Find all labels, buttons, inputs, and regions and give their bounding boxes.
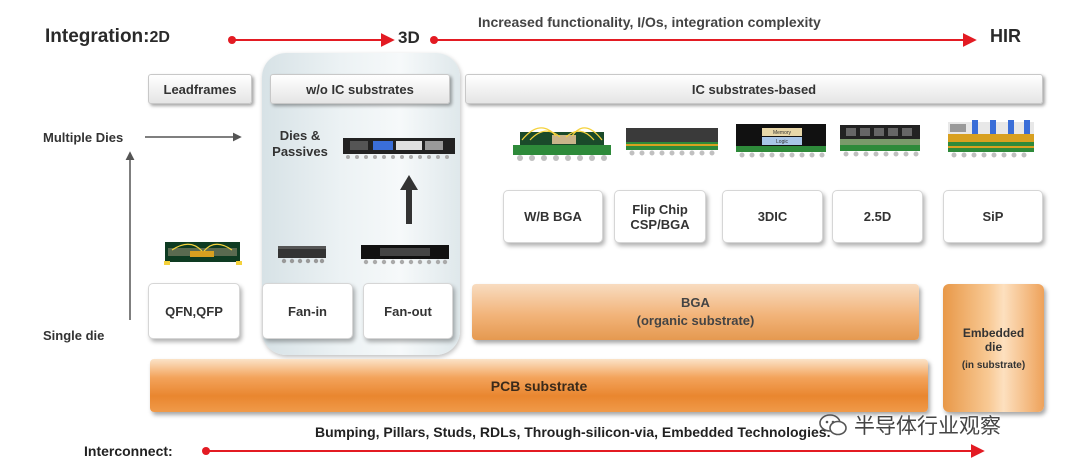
ic-substrates-based-header: IC substrates-based bbox=[465, 74, 1043, 104]
fan-in-package-icon bbox=[278, 246, 326, 264]
leadframes-header: Leadframes bbox=[148, 74, 252, 104]
fan-out-up-arrow bbox=[400, 175, 418, 224]
stage-3d: 3D bbox=[398, 28, 420, 47]
wechat-logo-icon bbox=[819, 414, 847, 436]
sip-box: SiP bbox=[943, 190, 1043, 243]
stage-2d: 2D bbox=[149, 29, 170, 46]
fan-out-multi-die-icon bbox=[343, 138, 455, 159]
fan-in-box: Fan-in bbox=[262, 283, 353, 339]
bumping-note: Bumping, Pillars, Studs, RDLs, Through-s… bbox=[315, 424, 831, 440]
memory-die-label: Memory bbox=[773, 130, 792, 136]
fan-out-box: Fan-out bbox=[363, 283, 453, 339]
dies-passives-label: Dies & Passives bbox=[272, 128, 328, 159]
bga-organic-substrate-bar: BGA (organic substrate) bbox=[472, 284, 919, 340]
stage-hir: HIR bbox=[990, 26, 1021, 46]
watermark-text: 半导体行业观察 bbox=[854, 415, 1001, 438]
two-five-d-box: 2.5D bbox=[832, 190, 923, 243]
pcb-substrate-bar: PCB substrate bbox=[150, 359, 928, 412]
qfn-package-icon bbox=[164, 242, 242, 265]
qfn-qfp-box: QFN,QFP bbox=[148, 283, 240, 339]
integration-title: Integration:2D bbox=[45, 26, 170, 48]
watermark: 半导体行业观察 bbox=[818, 410, 1001, 440]
multiple-dies-label: Multiple Dies bbox=[43, 130, 124, 145]
tdic-package-icon bbox=[736, 124, 826, 158]
wb-bga-package-icon bbox=[513, 127, 611, 161]
functionality-note: Increased functionality, I/Os, integrati… bbox=[478, 14, 821, 30]
logic-die-label: Logic bbox=[776, 139, 788, 145]
integration-label: Integration: bbox=[45, 26, 150, 47]
interconnect-label: Interconnect: bbox=[84, 443, 173, 459]
logic-die bbox=[762, 137, 802, 145]
wo-ic-substrates-header: w/o IC substrates bbox=[270, 74, 450, 104]
memory-die bbox=[762, 128, 802, 136]
embedded-die-bar: Embedded die (in substrate) bbox=[943, 284, 1044, 412]
sip-package-icon bbox=[948, 120, 1034, 158]
single-die-label: Single die bbox=[43, 328, 105, 343]
tdic-box: 3DIC bbox=[722, 190, 823, 243]
wb-bga-box: W/B BGA bbox=[503, 190, 603, 243]
two-five-d-package-icon bbox=[840, 125, 920, 157]
flip-chip-box: Flip Chip CSP/BGA bbox=[614, 190, 706, 243]
fan-out-package-icon bbox=[361, 245, 449, 265]
flip-chip-package-icon bbox=[626, 128, 718, 156]
